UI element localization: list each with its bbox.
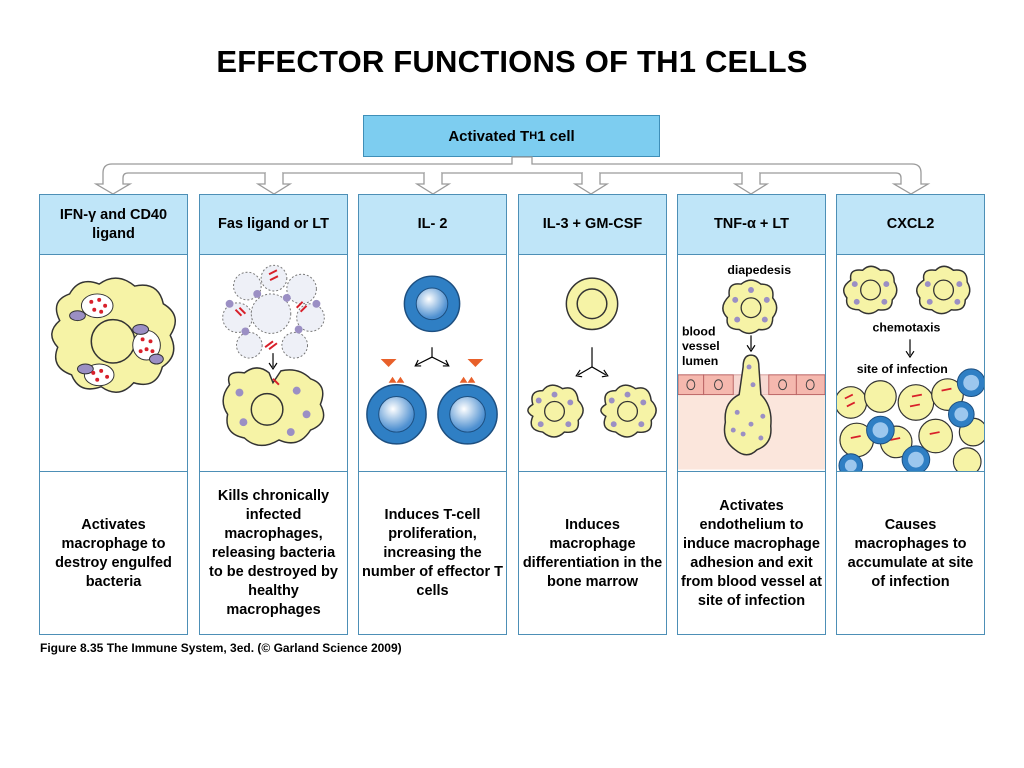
top-box-suffix: 1 cell [537,127,575,145]
activated-macrophage-illustration [40,255,187,472]
panel-description: Causes macrophages to accumulate at site… [847,516,974,590]
panel-il2: IL- 2 Induces T-cell proliferation, i [358,194,507,635]
panel-cxcl2: CXCL2 chemotaxis site of infection [836,194,985,635]
phagosome-vesicles [69,293,164,387]
figure-caption: Figure 8.35 The Immune System, 3ed. (© G… [40,641,402,655]
panel-il3-gmcsf: IL-3 + GM-CSF Induces macrophage differe… [518,194,667,635]
dying-macrophage [222,264,325,359]
panel-tnf-alpha: TNF-α + LT diapedesis blood vessel lumen [677,194,826,635]
recruited-t-cells [838,368,984,471]
panel-description: Kills chronically infected macrophages, … [209,488,338,618]
chemotaxis-illustration: chemotaxis site of infection [837,255,984,472]
macrophage-differentiation-illustration [519,255,666,472]
panel-description: Induces T-cell proliferation, increasing… [362,507,503,599]
endothelial-cells [678,374,825,396]
panel-description: Activates endothelium to induce macropha… [681,497,823,609]
nucleus [90,318,136,364]
infected-tissue-cells [837,378,984,471]
site-of-infection-label: site of infection [857,362,948,376]
panel-header: TNF-α + LT [678,195,825,255]
il2-molecule [380,359,397,367]
il2-molecule [467,359,484,367]
panel-header: CXCL2 [837,195,984,255]
page-title: EFFECTOR FUNCTIONS OF TH1 CELLS [216,44,808,79]
diapedesis-label: diapedesis [727,263,791,277]
released-bacteria [234,269,308,350]
macrophage-killing-illustration [200,255,347,472]
bacteria-dots [89,297,155,382]
diapedesis-illustration: diapedesis blood vessel lumen [678,255,825,472]
top-box-prefix: Activated T [448,127,530,145]
t-cell-proliferation-illustration [359,255,506,472]
panel-ifn-gamma: IFN-γ and CD40 ligand Activates macropha… [39,194,188,635]
top-box-subscript: H [529,130,538,142]
lumen-label: lumen [682,354,718,368]
panel-fas-ligand: Fas ligand or LT Kills chronically infec… [199,194,348,635]
panel-description: Activates macrophage to destroy engulfed… [55,516,172,590]
panel-header: IL- 2 [359,195,506,255]
panel-header: Fas ligand or LT [200,195,347,255]
blood-label: blood [682,324,716,338]
vessel-label: vessel [682,339,720,353]
panel-header: IL-3 + GM-CSF [519,195,666,255]
migrating-macrophage [723,354,772,456]
panel-description: Induces macrophage differentiation in th… [522,516,663,590]
branching-arrows [93,156,931,195]
panel-header: IFN-γ and CD40 ligand [40,195,187,255]
chemotaxis-label: chemotaxis [873,320,941,334]
